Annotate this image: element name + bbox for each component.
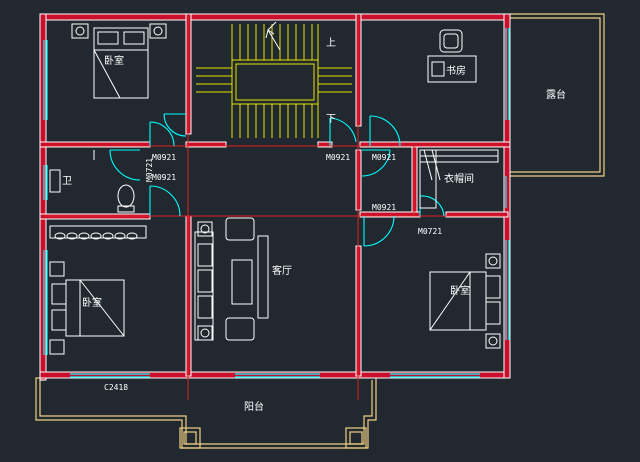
study-desk	[427, 29, 477, 83]
room-label-closet: 衣帽间	[444, 172, 474, 185]
door-code-bath-top: M0921	[152, 153, 176, 162]
balcony-outline	[35, 377, 377, 449]
room-label-balcony: 阳台	[244, 400, 264, 413]
bed-bottom-right	[429, 253, 501, 349]
closet-fixtures	[419, 149, 499, 209]
walls	[39, 13, 511, 381]
door-code-bath-side: M0921	[152, 173, 176, 182]
terrace-outline	[510, 13, 605, 177]
bathroom-fixtures	[49, 150, 135, 213]
room-label-bathroom: 卫	[62, 176, 72, 187]
stair	[196, 24, 352, 138]
room-label-terrace: 露台	[546, 88, 566, 101]
wardrobe	[49, 225, 147, 240]
windows	[43, 28, 510, 378]
door-code-bath-vertical: M0721	[145, 158, 154, 182]
door-code-closet-top: M0921	[372, 203, 396, 212]
bed-top-left	[71, 23, 167, 99]
room-label-bedroom-bottom-left: 卧室	[82, 296, 102, 309]
room-label-study: 书房	[446, 64, 466, 77]
room-label-living-room: 客厅	[272, 264, 292, 277]
doors	[109, 113, 445, 247]
door-code-stair-right: M0921	[326, 153, 350, 162]
window-code-bottom-left: C2418	[104, 383, 128, 392]
room-label-bedroom-bottom-right: 卧室	[450, 284, 470, 297]
axis-lines	[44, 16, 506, 400]
bed-bottom-left	[49, 225, 147, 355]
stair-arrow	[265, 21, 281, 51]
sofa-set	[194, 217, 269, 341]
stair-up-label: 上	[326, 37, 336, 49]
stair-down-label: 下	[326, 114, 336, 125]
door-code-closet-bottom: M0721	[418, 227, 442, 236]
door-code-study: M0921	[372, 153, 396, 162]
room-label-bedroom-top-left: 卧室	[104, 54, 124, 67]
